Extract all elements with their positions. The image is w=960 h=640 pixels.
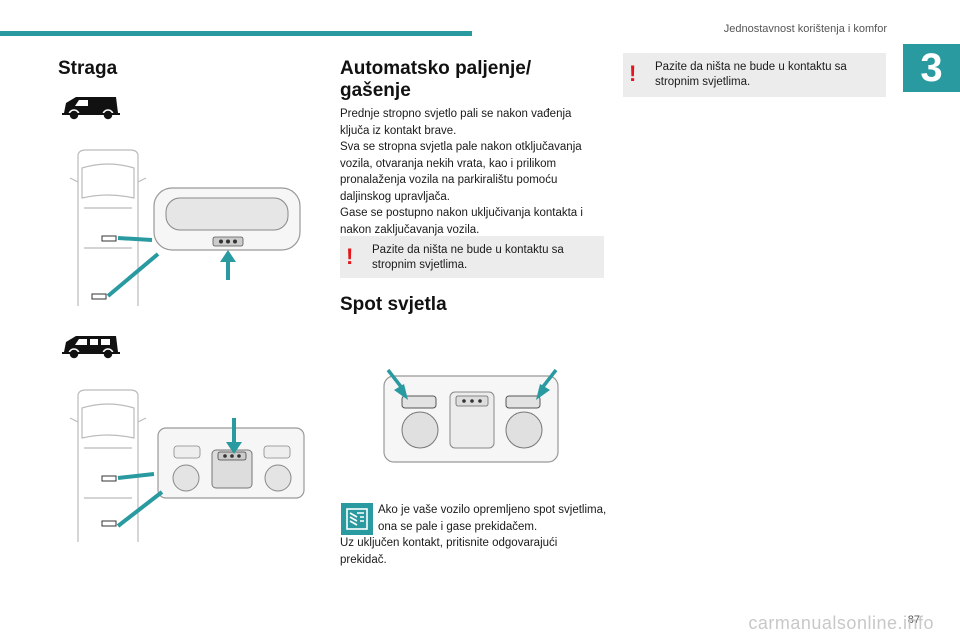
rear-roof-light-diagram-2: [69, 389, 305, 542]
minibus-icon: [62, 336, 120, 360]
section-heading-spot: Spot svjetla: [340, 294, 447, 315]
auto-paragraph-1: Prednje stropno svjetlo pali se nakon va…: [340, 108, 572, 137]
auto-paragraph-3: Gase se postupno nakon uključivanja kont…: [340, 207, 583, 236]
page-number: 87: [907, 614, 920, 626]
spot-info-text-b: Uz uključen kontakt, pritisnite odgovara…: [340, 537, 558, 566]
info-book-icon: [341, 503, 373, 535]
header-accent-bar: [0, 31, 472, 36]
section-heading-straga: Straga: [58, 58, 118, 79]
chapter-number: 3: [903, 44, 960, 92]
warning-text-right: Pazite da ništa ne bude u kontaktu sa st…: [655, 61, 847, 88]
watermark: carmanualsonline.info: [748, 613, 934, 633]
exclamation-icon: !: [346, 244, 354, 269]
running-title: Jednostavnost korištenja i komfor: [723, 23, 887, 35]
exclamation-icon: !: [629, 61, 637, 86]
section-heading-auto: Automatsko paljenje/ gašenje: [340, 58, 532, 101]
auto-paragraph-2: Sva se stropna svjetla pale nakon otklju…: [340, 141, 582, 203]
warning-text-middle: Pazite da ništa ne bude u kontaktu sa st…: [372, 244, 564, 271]
spot-lights-diagram: [383, 368, 559, 463]
warning-box-right: ! Pazite da ništa ne bude u kontaktu sa …: [623, 53, 886, 97]
rear-roof-light-diagram-1: [69, 149, 301, 306]
info-book-glyph: [346, 508, 368, 530]
auto-description: Prednje stropno svjetlo pali se nakon va…: [340, 106, 602, 238]
van-icon: [62, 97, 120, 121]
warning-box-middle: ! Pazite da ništa ne bude u kontaktu sa …: [340, 236, 604, 278]
spot-info-text-a: Ako je vaše vozilo opremljeno spot svjet…: [378, 504, 607, 533]
